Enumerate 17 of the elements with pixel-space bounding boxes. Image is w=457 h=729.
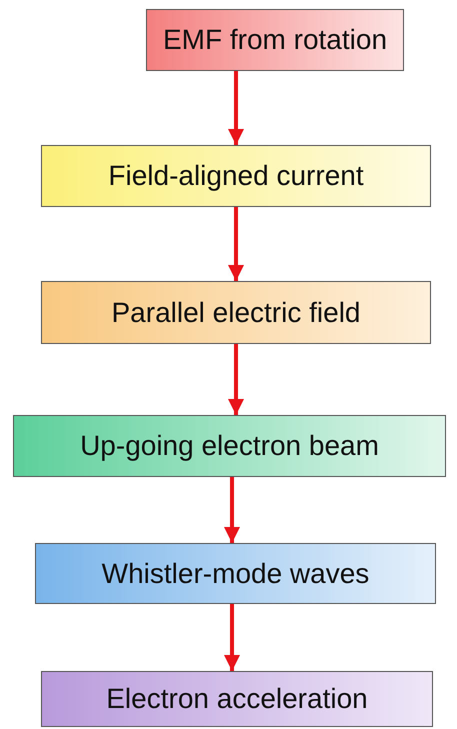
process-box: [35, 543, 436, 604]
arrow: [228, 71, 244, 145]
arrow: [224, 604, 240, 671]
process-box: [146, 9, 404, 71]
process-box: [13, 415, 446, 477]
process-box: [41, 145, 431, 207]
box-label: Field-aligned current: [108, 160, 364, 192]
arrow: [228, 344, 244, 415]
box-label: Parallel electric field: [112, 296, 360, 328]
box-label: Electron acceleration: [106, 683, 368, 715]
process-box: [41, 671, 433, 727]
arrow: [228, 207, 244, 281]
box-label: EMF from rotation: [162, 24, 388, 56]
process-box: [41, 281, 431, 344]
box-label: Up-going electron beam: [80, 430, 379, 462]
box-label: Whistler-mode waves: [102, 558, 370, 590]
arrow: [224, 477, 240, 543]
